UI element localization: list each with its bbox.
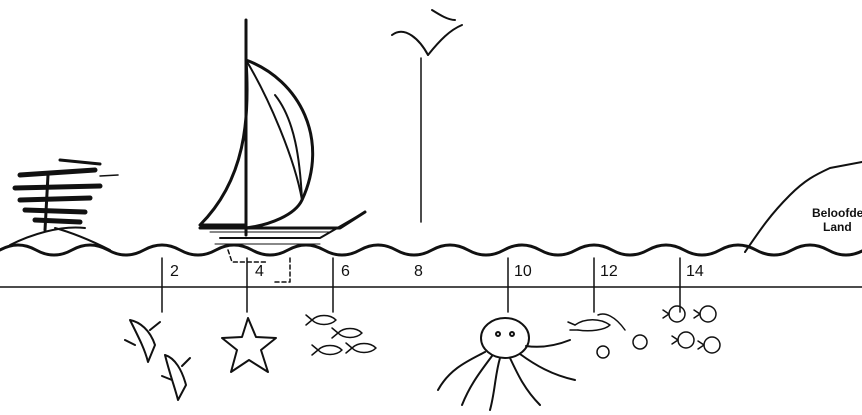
angelfish-icon [125,320,190,400]
starfish-icon [222,318,276,372]
tree-icon [10,160,110,250]
octopus-icon [438,318,575,410]
shrimp-icon [568,314,625,331]
tick-label-6: 6 [341,263,350,280]
promised-land-label-line2: Land [823,220,852,234]
tick-label-2: 2 [170,263,179,280]
tick-label-12: 12 [600,263,618,280]
round-fish-icon [663,306,720,353]
tick-label-8: 8 [414,263,423,280]
tick-label-10: 10 [514,263,532,280]
bird-icon [392,10,462,55]
tick-label-4: 4 [255,263,264,280]
bubbles-icon [597,335,647,358]
tick-label-14: 14 [686,263,704,280]
sailboat-icon [200,20,365,282]
promised-land-label-line1: Beloofde [812,206,862,220]
fish-school-icon [306,315,376,355]
water-surface [0,245,862,255]
